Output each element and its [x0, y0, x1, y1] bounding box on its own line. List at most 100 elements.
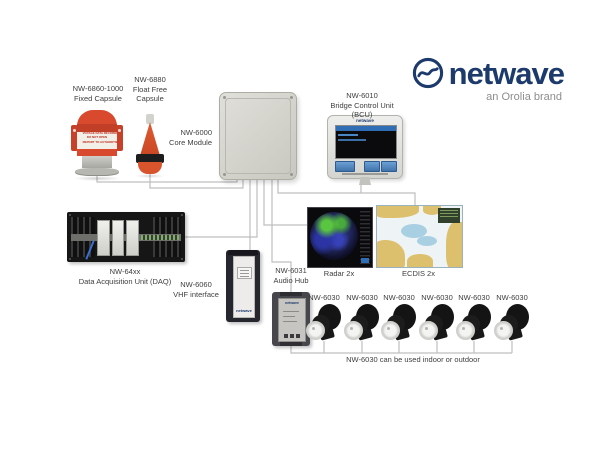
core-module-panel: [225, 98, 291, 174]
wire-daq: [184, 178, 258, 238]
label-float-capsule: NW-6880 Float Free Capsule: [124, 75, 176, 104]
speaker-model: NW-6030: [308, 293, 340, 302]
speaker-front: [419, 321, 438, 340]
radar-caption: Radar 2x: [323, 269, 355, 278]
label-speaker-3: NW-6030: [381, 293, 417, 303]
ecdis-caption: ECDIS 2x: [402, 269, 435, 278]
bcu-caption-strip: [342, 173, 388, 175]
screw-icon: [290, 96, 293, 99]
bcu-button-left: [335, 161, 355, 172]
bcu-mount: [359, 177, 371, 185]
fixed-capsule-shadow: [73, 176, 121, 181]
float-capsule-title-1: Float Free: [132, 84, 168, 94]
fixed-capsule-band-line-2: DO NOT OPEN: [86, 135, 108, 140]
wire-ecdis: [277, 178, 416, 206]
ecdis-land-south: [407, 254, 433, 267]
fixed-capsule-bracket-left: [71, 125, 78, 151]
speaker-device: [419, 303, 455, 343]
radar-data-column: [360, 211, 370, 264]
ecdis-shallow-water: [401, 224, 427, 238]
screw-icon: [69, 214, 71, 216]
label-radar: Radar 2x: [307, 269, 371, 279]
speaker-center-dot: [425, 327, 428, 330]
audio-hub-model: NW-6031: [275, 266, 307, 275]
vhf-title: VHF interface: [173, 289, 219, 299]
speakers-note: NW-6030 can be used indoor or outdoor: [346, 355, 480, 364]
daq-modules: [97, 220, 140, 256]
daq-terminal-strip: [141, 235, 179, 240]
bcu-screen-header: [336, 126, 396, 131]
radar-scope: [310, 212, 358, 260]
ecdis-land-southwest: [377, 240, 405, 267]
fixed-capsule-flange: [75, 168, 119, 175]
fixed-capsule-top-band: [77, 124, 117, 132]
ecdis-land-north: [377, 206, 419, 218]
fixed-capsule-base: [82, 156, 112, 168]
radar-display: [307, 207, 373, 268]
fixed-capsule-device: VOYAGE DATA RECORDER DO NOT OPEN REPORT …: [71, 110, 123, 182]
brand-tagline: an Orolia brand: [486, 91, 562, 103]
speaker-center-dot: [312, 327, 315, 330]
audio-hub-text-row: [283, 316, 295, 317]
wire-audio-hub: [271, 178, 292, 293]
fixed-capsule-lower-band: [77, 149, 117, 156]
speaker-front: [456, 321, 475, 340]
bcu-subtitle: (BCU): [351, 110, 373, 120]
audio-hub-brand-text: netwave: [285, 301, 299, 305]
speaker-device: [306, 303, 342, 343]
speaker-model: NW-6030: [496, 293, 528, 302]
fixed-capsule-bracket-right: [116, 125, 123, 151]
screw-icon: [69, 258, 71, 260]
bcu-model: NW-6010: [346, 91, 378, 100]
speaker-device: [381, 303, 417, 343]
speaker-device: [456, 303, 492, 343]
screw-icon: [181, 214, 183, 216]
label-daq: NW-64xx Data Acquisition Unit (DAQ): [50, 267, 200, 286]
label-speaker-6: NW-6030: [494, 293, 530, 303]
ecdis-shallow-water: [417, 236, 437, 246]
vhf-brand-text: netwave: [236, 308, 252, 313]
bcu-screen-text-line: [338, 139, 366, 141]
float-capsule-black-band: [136, 154, 164, 163]
vhf-front-panel: netwave: [233, 256, 255, 318]
float-capsule-base: [138, 162, 162, 174]
daq-module: [111, 220, 125, 256]
label-speaker-1: NW-6030: [306, 293, 342, 303]
bcu-brand-text: netwave: [356, 118, 374, 123]
vhf-label-block: [237, 267, 252, 279]
label-audio-hub: NW-6031 Audio Hub: [266, 266, 316, 285]
audio-hub-text-row: [283, 311, 299, 312]
float-capsule-model: NW-6880: [134, 75, 166, 84]
vhf-model: NW-6060: [180, 280, 212, 289]
ecdis-land-island: [423, 206, 441, 215]
brand-name: netwave: [448, 55, 565, 91]
speaker-model: NW-6030: [458, 293, 490, 302]
fixed-capsule-title: Fixed Capsule: [74, 93, 122, 103]
brand-logo: netwave an Orolia brand: [411, 55, 565, 103]
screw-icon: [223, 96, 226, 99]
bcu-button-mid: [364, 161, 380, 172]
daq-title: Data Acquisition Unit (DAQ): [78, 276, 172, 286]
audio-hub-text-row: [283, 321, 297, 322]
audio-hub-title: Audio Hub: [273, 275, 309, 285]
speaker-device: [494, 303, 530, 343]
audio-hub-flange-bottom: [280, 342, 302, 346]
vhf-top-cap: [228, 250, 258, 255]
daq-module: [97, 220, 110, 256]
speaker-center-dot: [462, 327, 465, 330]
audio-hub-device: netwave: [272, 292, 310, 346]
wire-fixed-capsule: [96, 168, 238, 183]
audio-hub-flange-top: [280, 292, 302, 296]
netwave-logo-icon: [412, 57, 443, 89]
fixed-capsule-warning-band: VOYAGE DATA RECORDER DO NOT OPEN REPORT …: [77, 132, 117, 149]
speaker-front: [381, 321, 400, 340]
float-capsule-cap: [146, 114, 154, 124]
core-module-title: Core Module: [169, 137, 212, 147]
float-capsule-shadow: [135, 174, 165, 178]
fixed-capsule-band-line-3: REPORT TO AUTHORITIES: [82, 140, 117, 144]
core-module-model: NW-6000: [180, 128, 212, 137]
bcu-title: Bridge Control Unit: [330, 100, 394, 110]
label-speaker-5: NW-6030: [456, 293, 492, 303]
